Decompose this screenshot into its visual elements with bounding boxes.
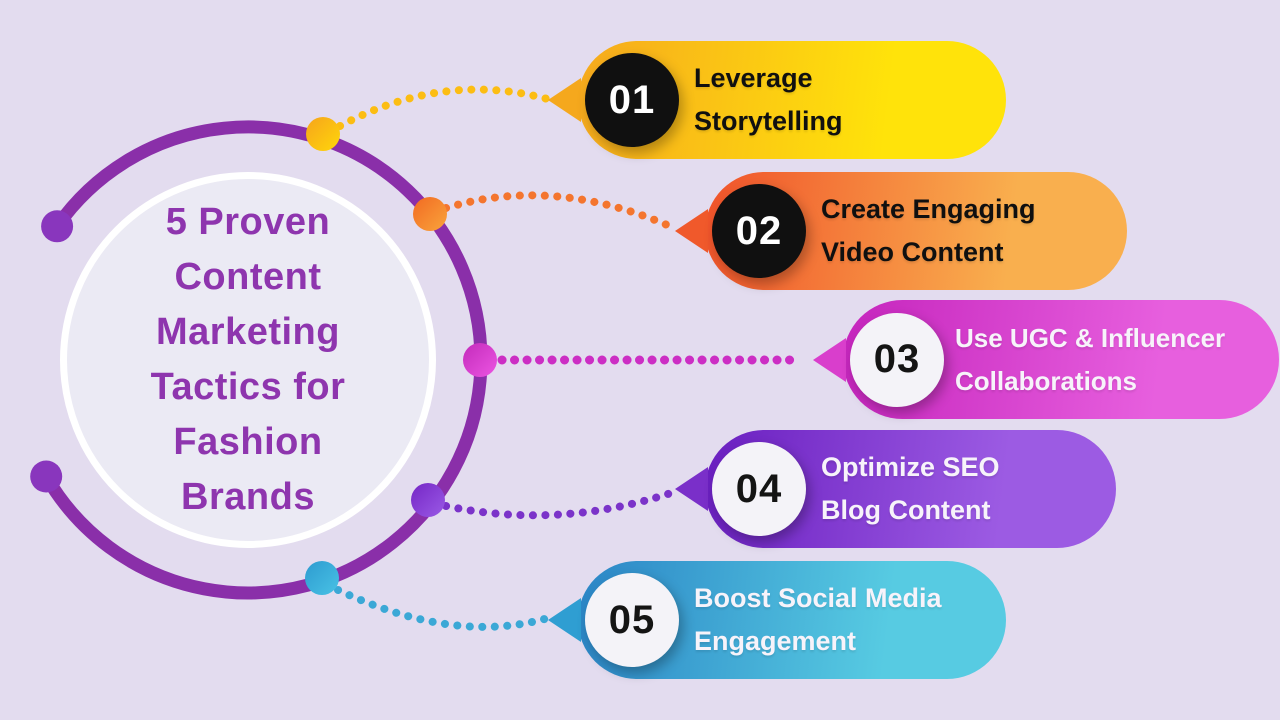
center-circle: 5 Proven Content Marketing Tactics for F…	[60, 172, 436, 548]
tactic-label: Optimize SEO Blog Content	[821, 452, 1000, 525]
ring-endpoint-dot-bottom	[30, 460, 63, 493]
tactic-label: Create Engaging Video Content	[821, 194, 1036, 267]
tactic-card-01: 01 Leverage Storytelling	[548, 41, 1006, 159]
step-number-badge: 05	[585, 573, 679, 667]
step-number-badge: 04	[712, 442, 806, 536]
node-dot-02	[413, 197, 447, 231]
tactic-label: Use UGC & Influencer Collaborations	[955, 322, 1226, 396]
infographic-title: 5 Proven Content Marketing Tactics for F…	[150, 201, 346, 518]
card-pointer-arrow	[675, 467, 708, 511]
step-number-badge: 03	[850, 312, 944, 407]
ring-endpoint-dot-top	[41, 210, 74, 243]
node-dot-01	[306, 117, 340, 151]
connector-01	[336, 85, 555, 130]
node-dot-05	[305, 561, 339, 595]
tactic-label: Leverage Storytelling	[694, 63, 843, 136]
step-number-badge: 02	[712, 184, 806, 278]
tactic-card-02: 02 Create Engaging Video Content	[675, 172, 1127, 290]
connector-05	[334, 586, 552, 631]
node-dot-04	[411, 483, 445, 517]
tactic-card-03: 03 Use UGC & Influencer Collaborations	[813, 300, 1279, 419]
node-dot-03	[463, 343, 497, 377]
card-pointer-arrow	[813, 337, 846, 382]
step-number-badge: 01	[585, 53, 679, 147]
tactic-card-04: 04 Optimize SEO Blog Content	[675, 430, 1116, 548]
card-pointer-arrow	[548, 598, 581, 642]
connector-02	[442, 191, 678, 232]
tactic-label: Boost Social Media Engagement	[694, 583, 942, 656]
card-pointer-arrow	[675, 209, 708, 253]
card-pointer-arrow	[548, 78, 581, 122]
tactic-card-05: 05 Boost Social Media Engagement	[548, 561, 1006, 679]
connector-04	[442, 488, 678, 520]
